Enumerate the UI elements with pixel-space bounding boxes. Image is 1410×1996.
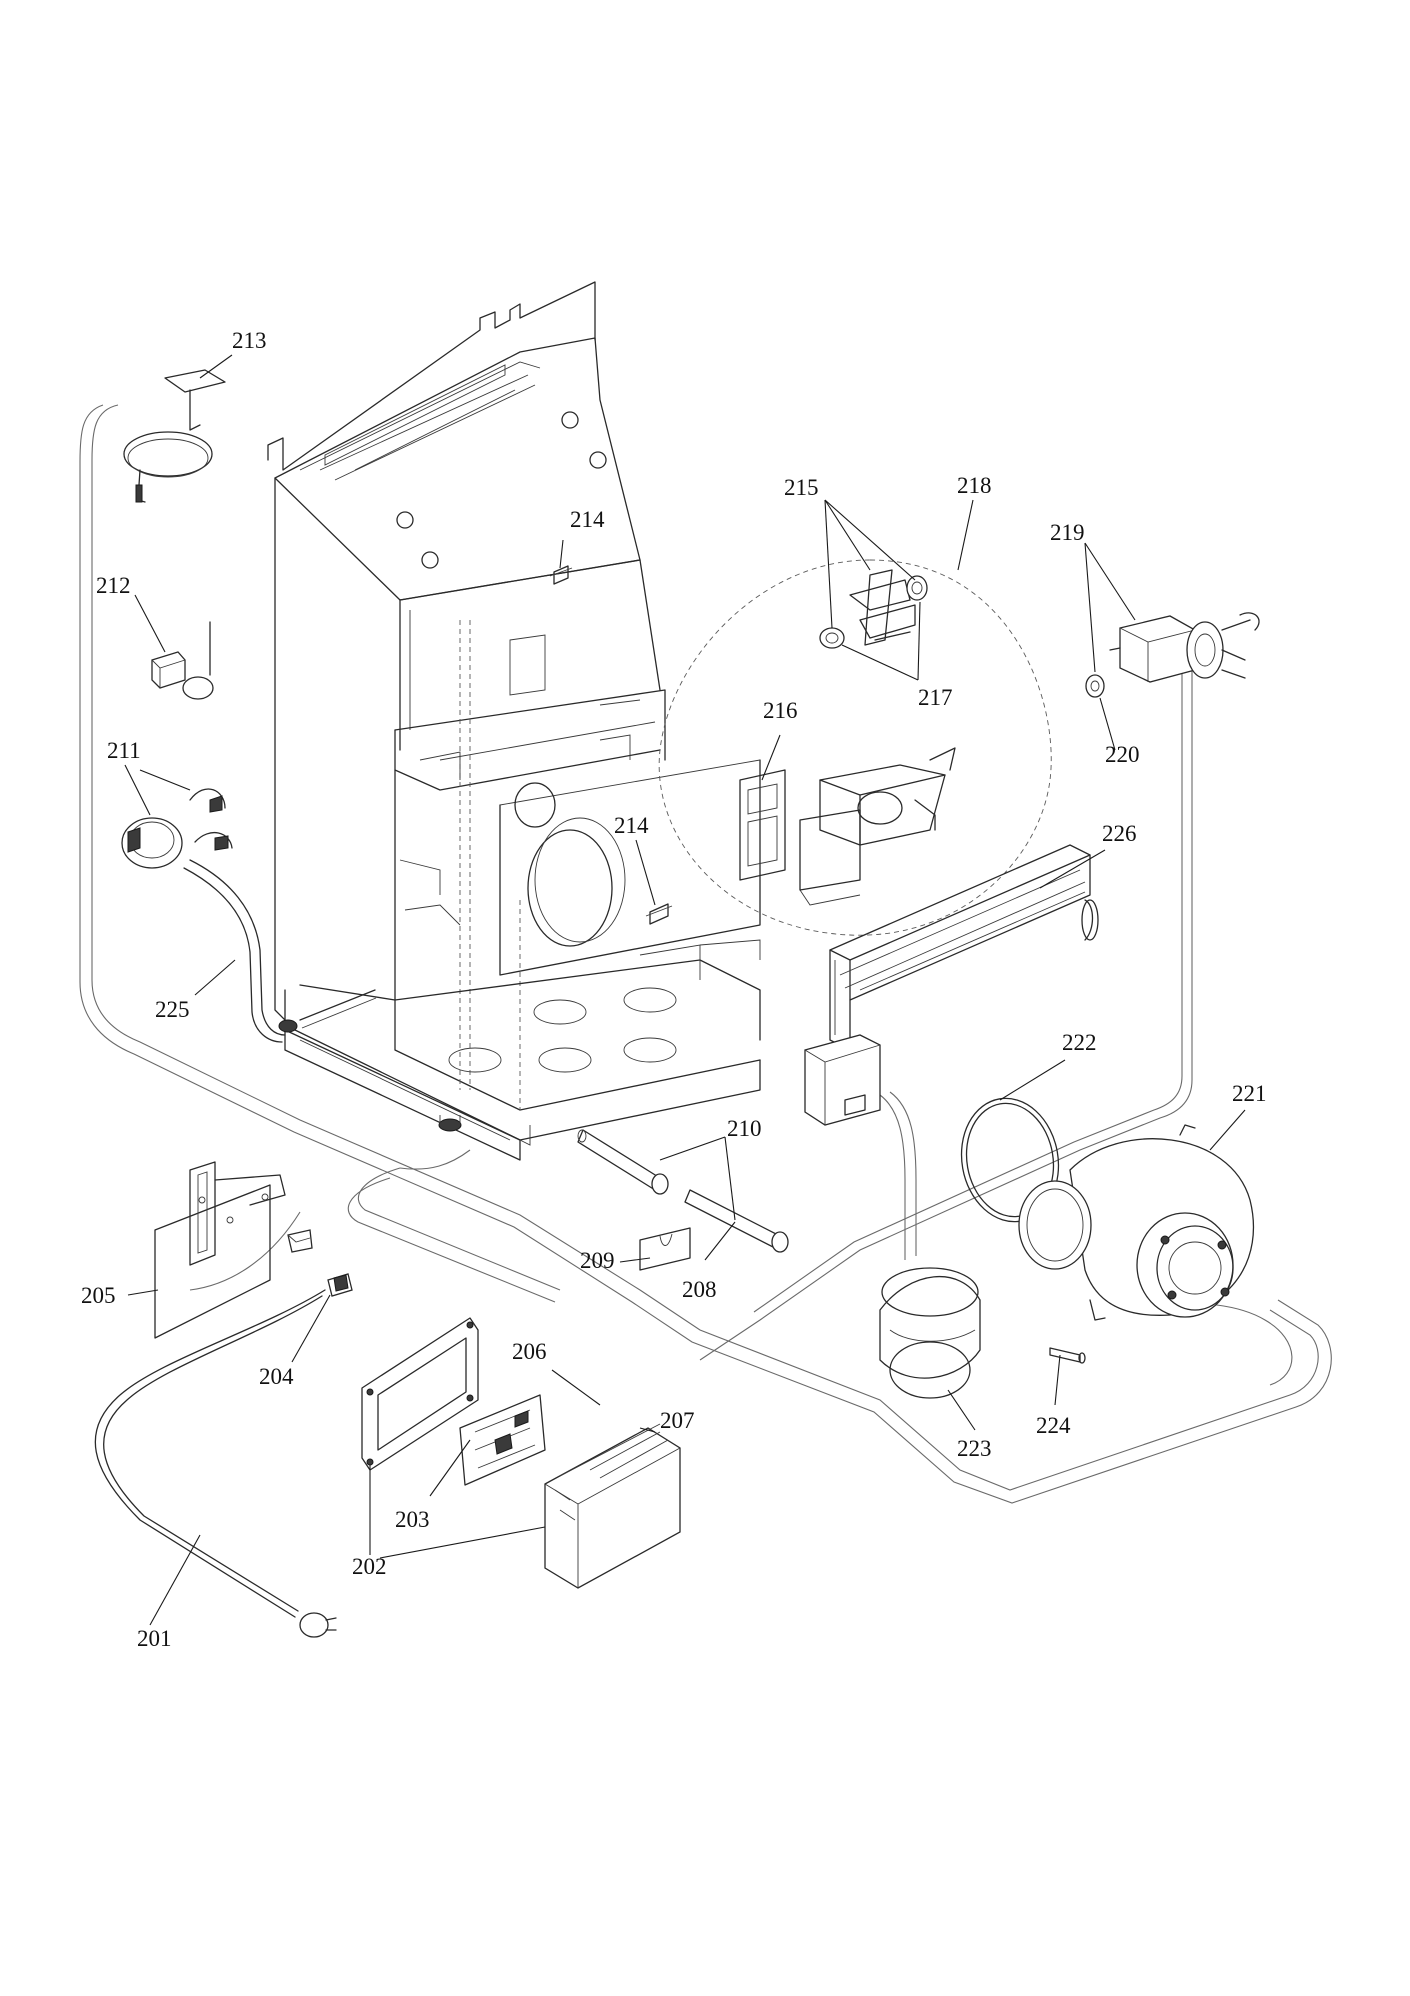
callout-207: 207 xyxy=(660,1408,695,1433)
callout-219: 219 xyxy=(1050,520,1085,545)
callout-205: 205 xyxy=(81,1283,116,1308)
part-225 xyxy=(183,859,286,1043)
callout-208: 208 xyxy=(682,1277,717,1302)
callout-202: 202 xyxy=(352,1554,387,1579)
callout-221: 221 xyxy=(1232,1081,1267,1106)
connector-block xyxy=(287,1229,313,1253)
part-209-clip xyxy=(639,1227,691,1271)
callout-206: 206 xyxy=(512,1339,547,1364)
part-213 xyxy=(123,369,226,503)
part-203-board xyxy=(459,1394,546,1486)
part-218-detail-group xyxy=(658,559,1052,936)
callout-204: 204 xyxy=(259,1364,294,1389)
part-219-auger-motor xyxy=(1109,612,1260,683)
feed-chute xyxy=(799,747,956,906)
callout-215: 215 xyxy=(784,475,819,500)
callout-220: 220 xyxy=(1105,742,1140,767)
part-201-power-cord xyxy=(94,1289,337,1638)
part-202-bracket xyxy=(361,1317,479,1471)
callout-209: 209 xyxy=(580,1248,615,1273)
part-221-exhaust-blower xyxy=(1018,1124,1255,1321)
callout-203: 203 xyxy=(395,1507,430,1532)
part-214-upper xyxy=(549,565,573,585)
callout-216: 216 xyxy=(763,698,798,723)
part-220-bushing xyxy=(1085,674,1105,698)
wiring-harness xyxy=(79,404,1332,1504)
callout-214-upper: 214 xyxy=(570,507,605,532)
callout-212: 212 xyxy=(96,573,131,598)
callout-214-lower: 214 xyxy=(614,813,649,838)
part-211 xyxy=(121,788,233,869)
part-204-filter xyxy=(327,1273,353,1297)
part-207-enclosure xyxy=(544,1423,681,1589)
callout-226: 226 xyxy=(1102,821,1137,846)
callout-222: 222 xyxy=(1062,1030,1097,1055)
callout-210: 210 xyxy=(727,1116,762,1141)
leader-lines xyxy=(124,354,1246,1626)
boiler-body xyxy=(267,281,761,1161)
part-224-pin xyxy=(1049,1347,1086,1364)
callout-218: 218 xyxy=(957,473,992,498)
callout-213: 213 xyxy=(232,328,267,353)
part-216-plate xyxy=(739,769,786,881)
part-215-feed-wheel xyxy=(819,569,928,649)
callout-201: 201 xyxy=(137,1626,172,1651)
part-226-tangential-fan xyxy=(804,844,1099,1126)
callout-224: 224 xyxy=(1036,1413,1071,1438)
callout-225: 225 xyxy=(155,997,190,1022)
part-208-tube xyxy=(684,1189,789,1253)
part-214-lower xyxy=(645,903,673,925)
callout-217: 217 xyxy=(918,685,953,710)
part-205-panel xyxy=(154,1161,286,1339)
part-223-elbow xyxy=(879,1267,981,1399)
callout-211: 211 xyxy=(107,738,141,763)
part-210-tube xyxy=(577,1129,669,1195)
callout-labels: 213 212 211 225 214 214 215 218 219 217 … xyxy=(81,328,1267,1651)
part-212 xyxy=(151,621,214,700)
callout-223: 223 xyxy=(957,1436,992,1461)
